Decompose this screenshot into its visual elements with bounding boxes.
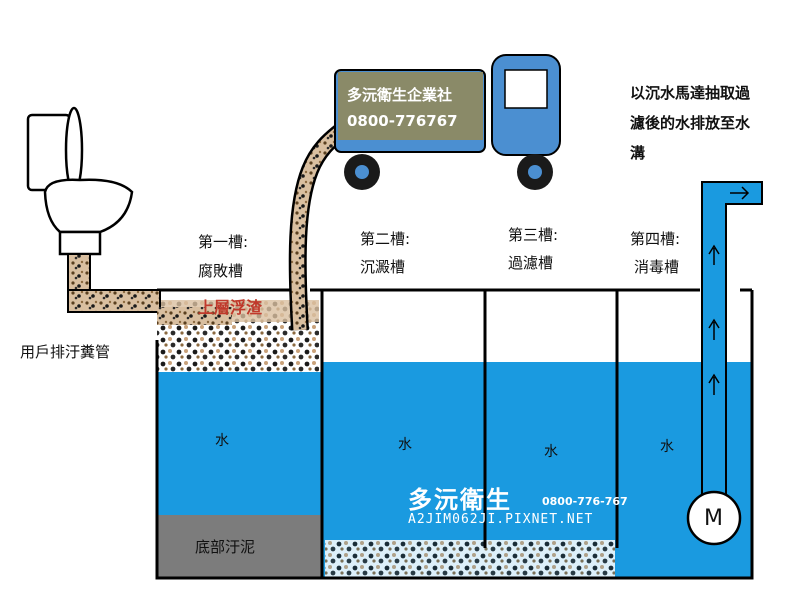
watermark-brand: 多沅衛生	[408, 486, 512, 514]
note-line-3: 溝	[630, 144, 646, 162]
chamber-1-name: 腐敗槽	[198, 262, 244, 280]
chamber-4-water: 水	[660, 439, 674, 455]
chamber-4-title: 第四槽:	[630, 230, 681, 248]
chamber-2-water: 水	[398, 437, 412, 453]
chamber-3-title: 第三槽:	[508, 226, 559, 244]
tank-outline	[155, 288, 754, 580]
motor-label: M	[704, 506, 723, 531]
truck-phone: 0800-776767	[347, 112, 458, 130]
up-arrow-icon	[708, 244, 720, 265]
scum-label: 上層浮渣	[198, 298, 263, 317]
truck	[334, 54, 561, 190]
watermark-phone: 0800-776-767	[542, 495, 628, 508]
bottom-gravel	[325, 540, 615, 577]
chamber-3-water: 水	[544, 444, 558, 460]
chamber-3-name: 過濾槽	[508, 254, 554, 272]
note-line-1: 以沉水馬達抽取過	[630, 84, 751, 102]
note-line-2: 濾後的水排放至水	[630, 114, 751, 132]
water-chamber-1	[157, 372, 322, 515]
outlet-pipe	[701, 181, 763, 498]
chamber-1-title: 第一槽:	[198, 233, 249, 251]
chamber-4-name: 消毒槽	[634, 258, 680, 276]
chamber-2-name: 沉澱槽	[360, 258, 406, 276]
chamber-2-title: 第二槽:	[360, 230, 411, 248]
up-arrow-icon	[708, 318, 720, 340]
watermark-url: A2JIM062JI.PIXNET.NET	[408, 512, 594, 527]
submersible-motor	[686, 490, 742, 546]
sludge-layer	[157, 515, 322, 577]
sludge-label: 底部汙泥	[195, 538, 256, 556]
toilet	[26, 106, 134, 256]
truck-sign	[338, 72, 483, 140]
chamber-1-water: 水	[215, 433, 229, 449]
up-arrow-icon	[708, 373, 720, 395]
truck-window	[504, 69, 548, 109]
pipe-label: 用戶排汙糞管	[20, 343, 111, 361]
drain-pipe	[67, 253, 232, 325]
truck-company-name: 多沅衛生企業社	[347, 86, 453, 104]
